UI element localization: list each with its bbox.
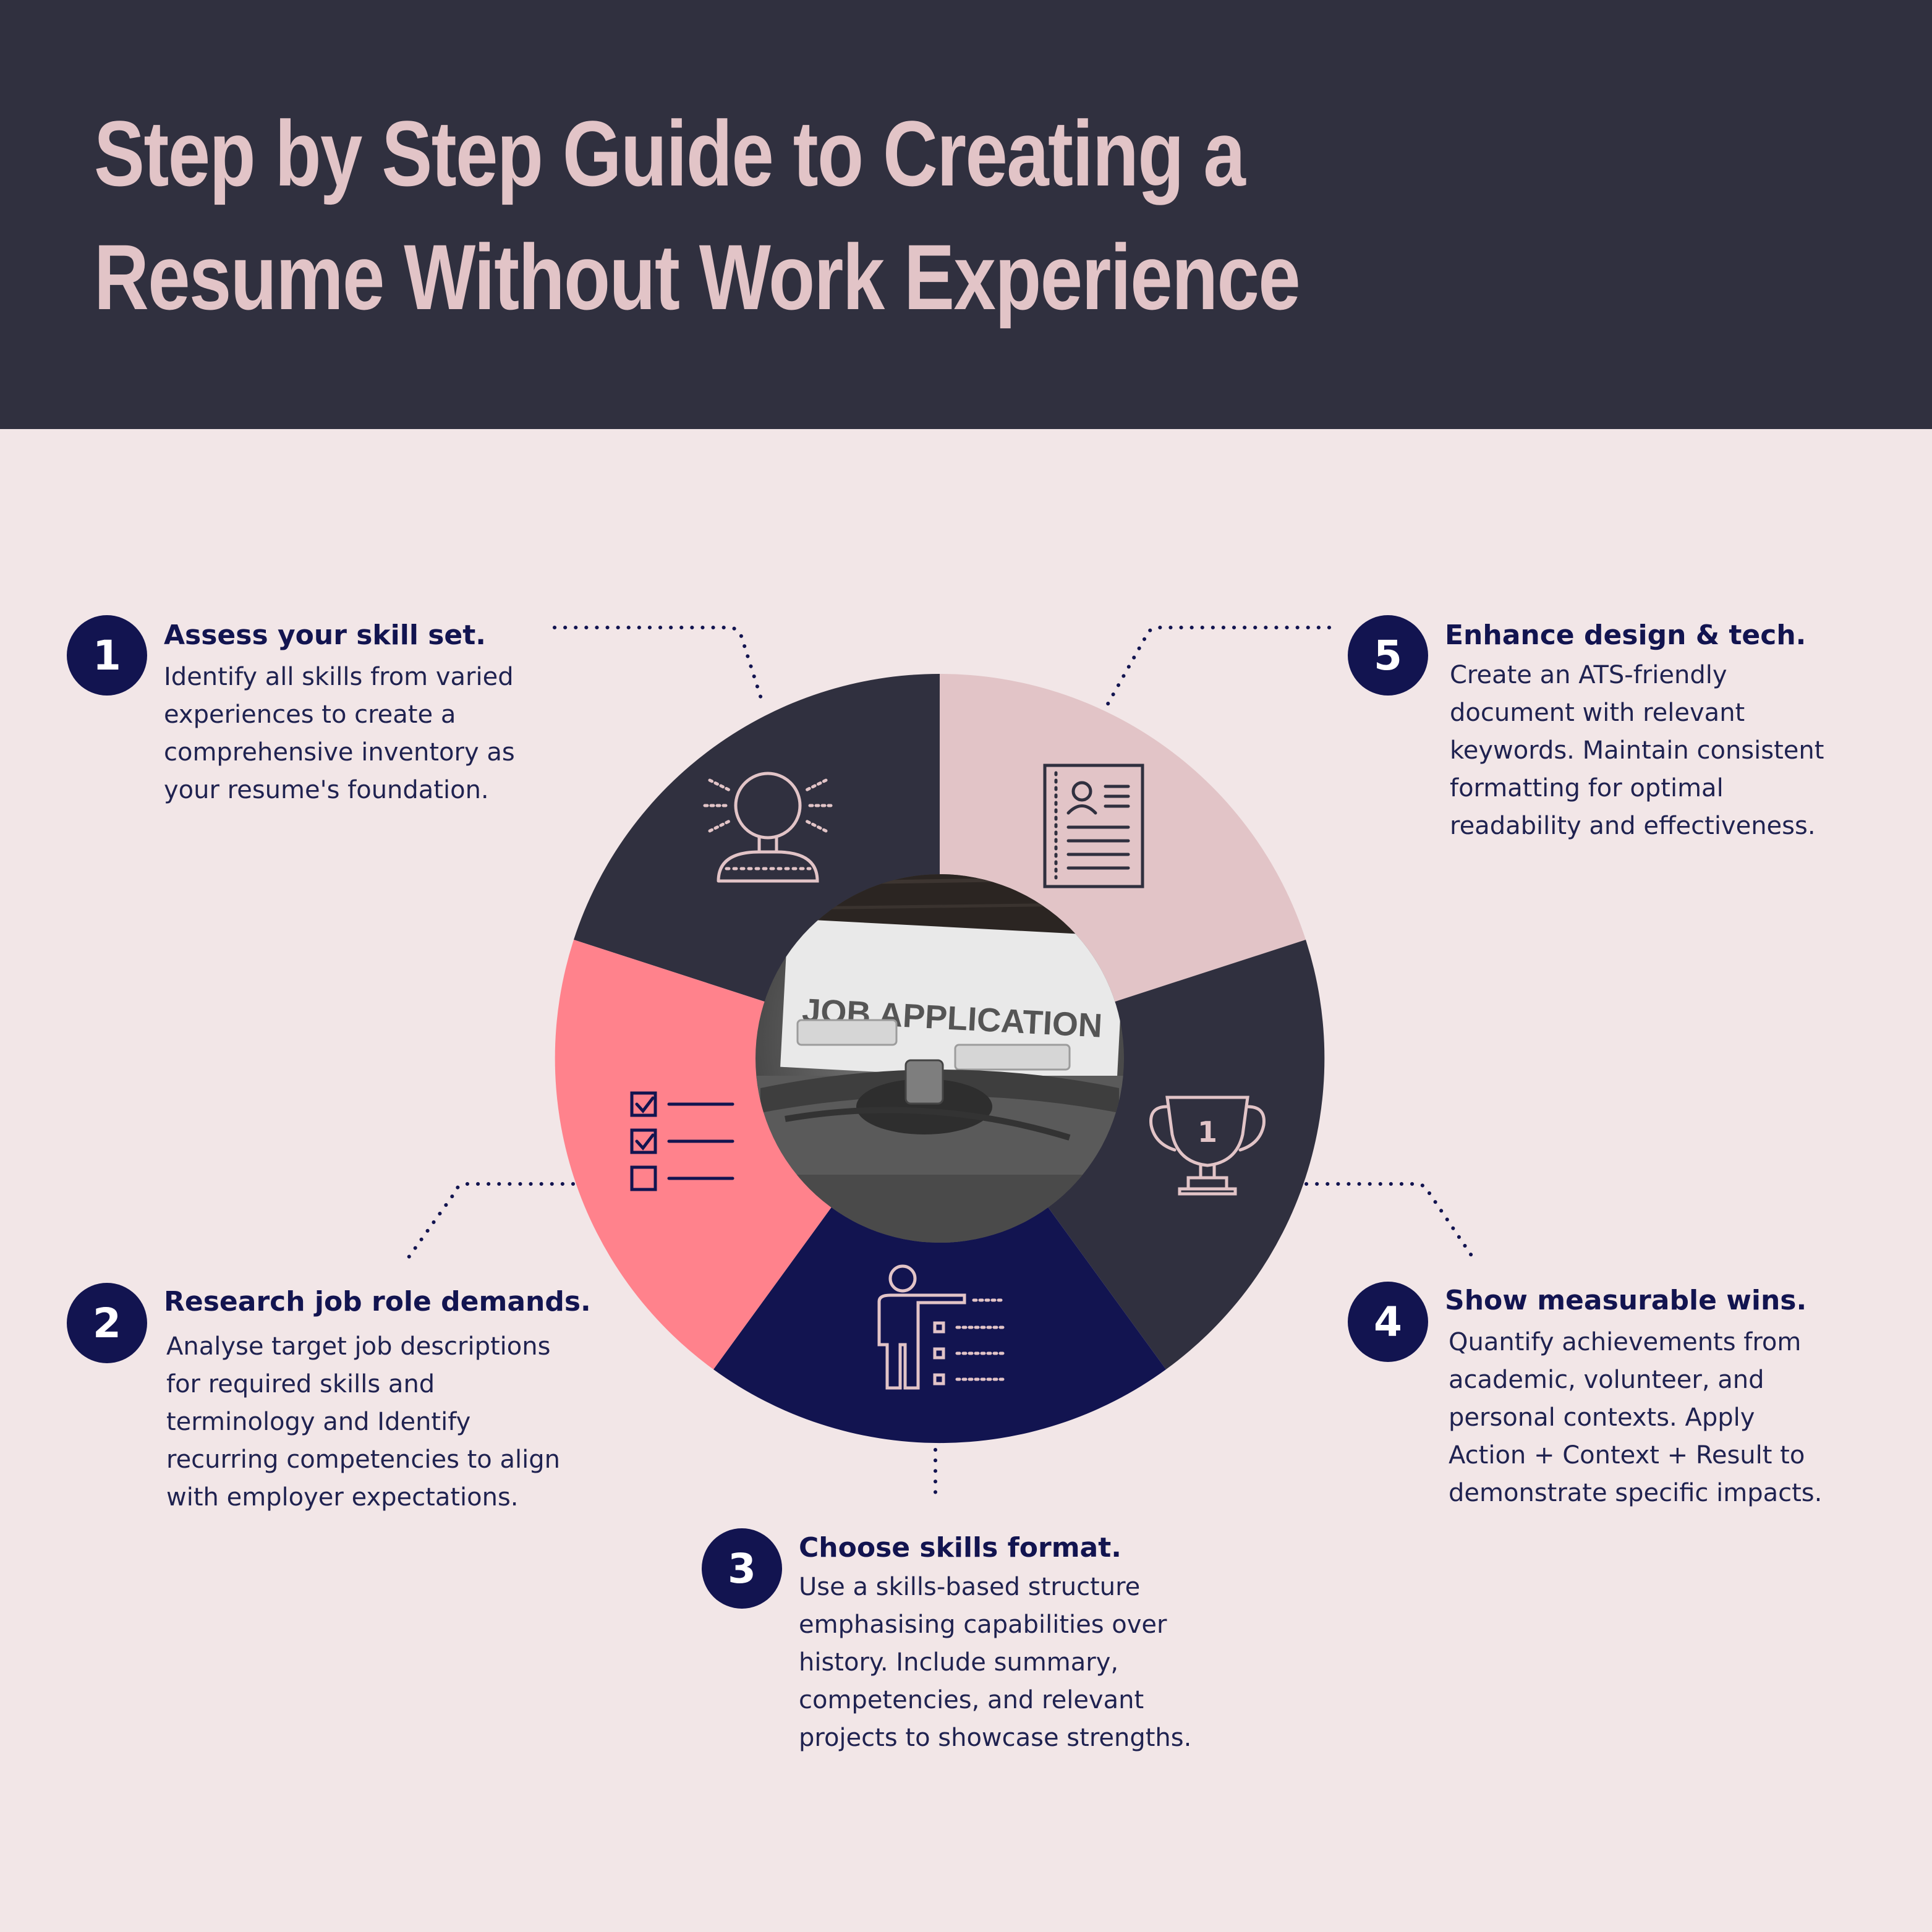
step-4-title: Show measurable wins. [1445,1285,1807,1316]
trophy-icon: 1 [1149,1096,1266,1196]
step-1-description: Identify all skills from varied experien… [164,663,515,804]
center-photo: JOB APPLICATION [755,874,1124,1243]
title-line-2: Resume Without Work Experience [94,225,1301,329]
connector-step-2 [406,1182,575,1260]
connectors [406,626,1475,1504]
page-title: Step by Step Guide to Creating a Resume … [94,91,1301,339]
step-1-badge: 1 [67,615,147,696]
trophy-number: 1 [1198,1115,1217,1149]
connector-step-5 [1105,626,1331,708]
step-3-title: Choose skills format. [799,1532,1121,1564]
title-line-1: Step by Step Guide to Creating a [94,101,1246,205]
connector-step-4 [1304,1182,1475,1260]
step-2-badge: 2 [67,1283,147,1363]
step-3-badge: 3 [702,1528,782,1609]
step-4-description: Quantify achievements from academic, vol… [1449,1328,1823,1507]
connector-step-1 [553,626,765,708]
step-2-description: Analyse target job descriptions for requ… [166,1332,560,1512]
lightbulb-head-icon [703,772,833,883]
presenter-icon [877,1264,1006,1390]
slice-step-3 [713,1058,1166,1444]
step-2-title: Research job role demands. [164,1286,591,1317]
header-banner: Step by Step Guide to Creating a Resume … [0,0,1932,429]
step-3-description: Use a skills-based structure emphasising… [799,1573,1192,1752]
step-5-description: Create an ATS-friendly document with rel… [1450,661,1824,840]
step-4-badge: 4 [1348,1282,1428,1362]
step-1-title: Assess your skill set. [164,619,487,651]
checklist-icon [630,1091,734,1191]
resume-document-icon [1043,764,1144,888]
step-5-title: Enhance design & tech. [1445,619,1806,651]
step-5-badge: 5 [1348,615,1428,696]
